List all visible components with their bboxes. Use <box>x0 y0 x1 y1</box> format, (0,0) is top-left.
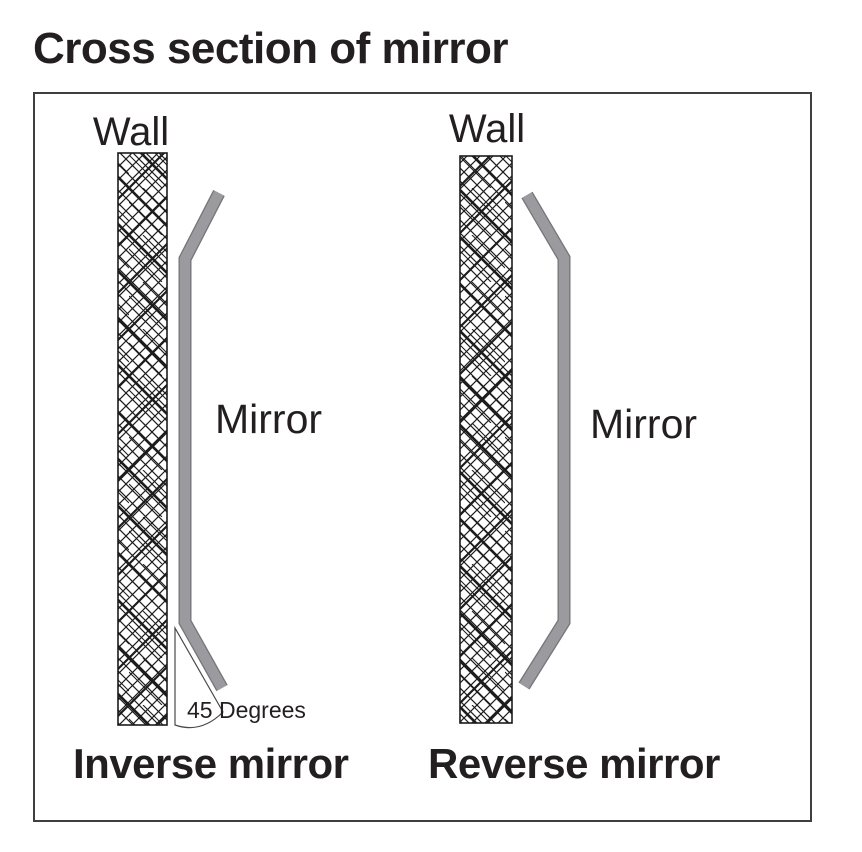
caption-reverse-mirror: Reverse mirror <box>428 740 720 787</box>
angle-45-marker <box>174 625 224 729</box>
reverse-mirror-diagram: Wall Mirror Reverse mirror <box>428 107 720 787</box>
wall-label-right: Wall <box>449 107 525 151</box>
page-title: Cross section of mirror <box>33 24 509 73</box>
cross-section-diagram: Wall Mirror 45 Degrees Inverse mirror <box>73 107 720 787</box>
wall-right <box>459 155 513 724</box>
caption-inverse-mirror: Inverse mirror <box>73 740 349 787</box>
inverse-mirror-diagram: Wall Mirror 45 Degrees Inverse mirror <box>73 110 349 787</box>
mirror-label-left: Mirror <box>215 396 322 442</box>
mirror-right-shape <box>518 191 571 690</box>
mirror-label-right: Mirror <box>590 401 697 447</box>
angle-label: 45 Degrees <box>187 697 306 723</box>
wall-label-left: Wall <box>93 110 169 154</box>
mirror-left-shape <box>178 190 228 692</box>
wall-left <box>117 152 168 726</box>
diagram-panel: Wall Mirror 45 Degrees Inverse mirror <box>33 92 812 822</box>
